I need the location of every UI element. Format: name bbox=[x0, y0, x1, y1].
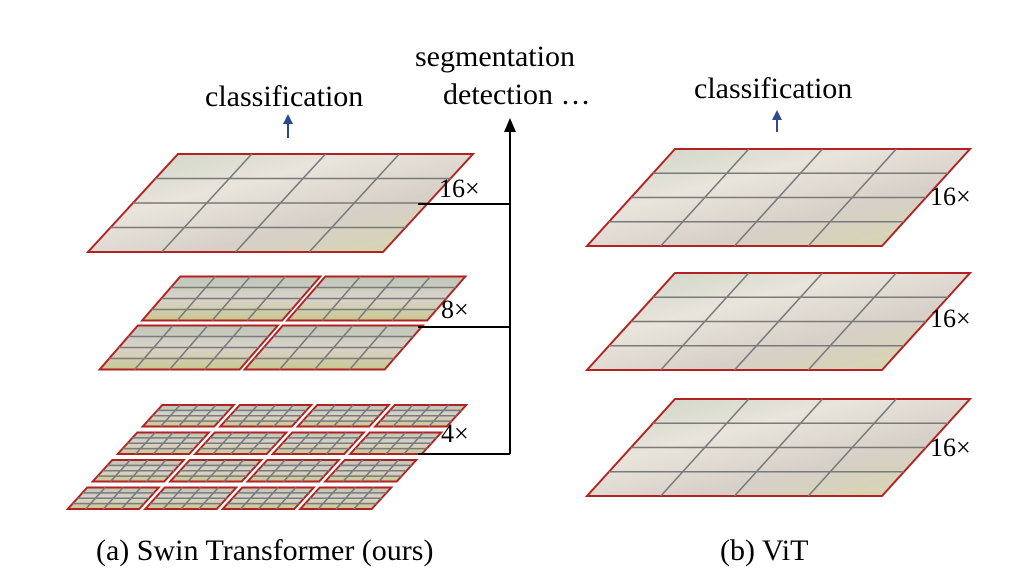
grid-line bbox=[180, 486, 202, 510]
dense-prediction-connector bbox=[418, 130, 511, 455]
grid-line bbox=[205, 459, 227, 483]
grid-line bbox=[234, 153, 327, 253]
segmentation-label: segmentation bbox=[415, 40, 575, 73]
grid-line bbox=[807, 398, 897, 497]
grid-line bbox=[385, 431, 407, 455]
vit-layer-1 bbox=[584, 148, 973, 247]
grid-line bbox=[204, 324, 244, 371]
grid-line bbox=[349, 324, 389, 371]
grid-line bbox=[332, 404, 354, 428]
swin-classification-arrow-icon bbox=[283, 114, 293, 138]
grid-line bbox=[255, 404, 277, 428]
vit-hierarchy: classification 16× 16× 16× (b) ViT bbox=[584, 72, 973, 567]
grid-line bbox=[378, 459, 399, 483]
swin-caption: (a) Swin Transformer (ours) bbox=[96, 534, 433, 567]
grid-line bbox=[335, 486, 357, 510]
vit-scale-label-2: 16× bbox=[930, 304, 971, 333]
swin-scale-8x-label: 8× bbox=[441, 295, 469, 324]
grid-line bbox=[350, 404, 372, 428]
grid-line bbox=[127, 459, 149, 483]
grid-line bbox=[223, 459, 244, 483]
grid-line bbox=[152, 431, 174, 455]
grid-line bbox=[807, 272, 897, 371]
grid-line bbox=[170, 431, 192, 455]
swin-hierarchy: classification 16× 8× 4× segmentation de… bbox=[65, 40, 590, 567]
vit-layer-3 bbox=[584, 398, 973, 497]
grid-line bbox=[248, 431, 269, 455]
swin-layer-4x bbox=[65, 404, 469, 510]
vit-classification-arrow-icon bbox=[772, 110, 782, 132]
grid-line bbox=[275, 486, 297, 510]
grid-line bbox=[300, 459, 322, 483]
grid-line bbox=[403, 431, 424, 455]
swin-classification-label: classification bbox=[205, 80, 363, 113]
grid-line bbox=[807, 148, 897, 247]
grid-line bbox=[282, 459, 304, 483]
grid-line bbox=[177, 404, 199, 428]
grid-line bbox=[195, 404, 217, 428]
grid-line bbox=[102, 486, 124, 510]
swin-layer-16x bbox=[85, 153, 476, 253]
grid-line bbox=[410, 404, 432, 428]
detection-label: detection … bbox=[443, 78, 590, 111]
grid-line bbox=[120, 486, 142, 510]
grid-line bbox=[391, 275, 431, 322]
vit-scale-label-1: 16× bbox=[930, 182, 971, 211]
dense-prediction-arrow-icon bbox=[504, 118, 516, 132]
grid-line bbox=[428, 404, 449, 428]
grid-line bbox=[169, 324, 209, 371]
grid-line bbox=[733, 272, 824, 371]
grid-line bbox=[353, 486, 374, 510]
vit-scale-label-3: 16× bbox=[930, 433, 971, 462]
grid-line bbox=[211, 275, 251, 322]
vit-caption: (b) ViT bbox=[720, 534, 808, 567]
grid-line bbox=[230, 431, 252, 455]
grid-line bbox=[733, 398, 824, 497]
grid-line bbox=[198, 486, 219, 510]
swin-scale-4x-label: 4× bbox=[441, 419, 469, 448]
grid-line bbox=[325, 431, 347, 455]
grid-line bbox=[314, 324, 354, 371]
swin-layer-8x bbox=[97, 275, 468, 371]
grid-line bbox=[733, 148, 824, 247]
vit-layer-2 bbox=[584, 272, 973, 371]
grid-line bbox=[273, 404, 294, 428]
swin-scale-16x-label: 16× bbox=[439, 174, 480, 203]
grid-line bbox=[257, 486, 279, 510]
grid-line bbox=[145, 459, 167, 483]
grid-line bbox=[356, 275, 396, 322]
grid-line bbox=[360, 459, 382, 483]
vit-classification-label: classification bbox=[694, 72, 852, 105]
grid-line bbox=[307, 431, 329, 455]
grid-line bbox=[308, 153, 400, 253]
grid-line bbox=[246, 275, 286, 322]
